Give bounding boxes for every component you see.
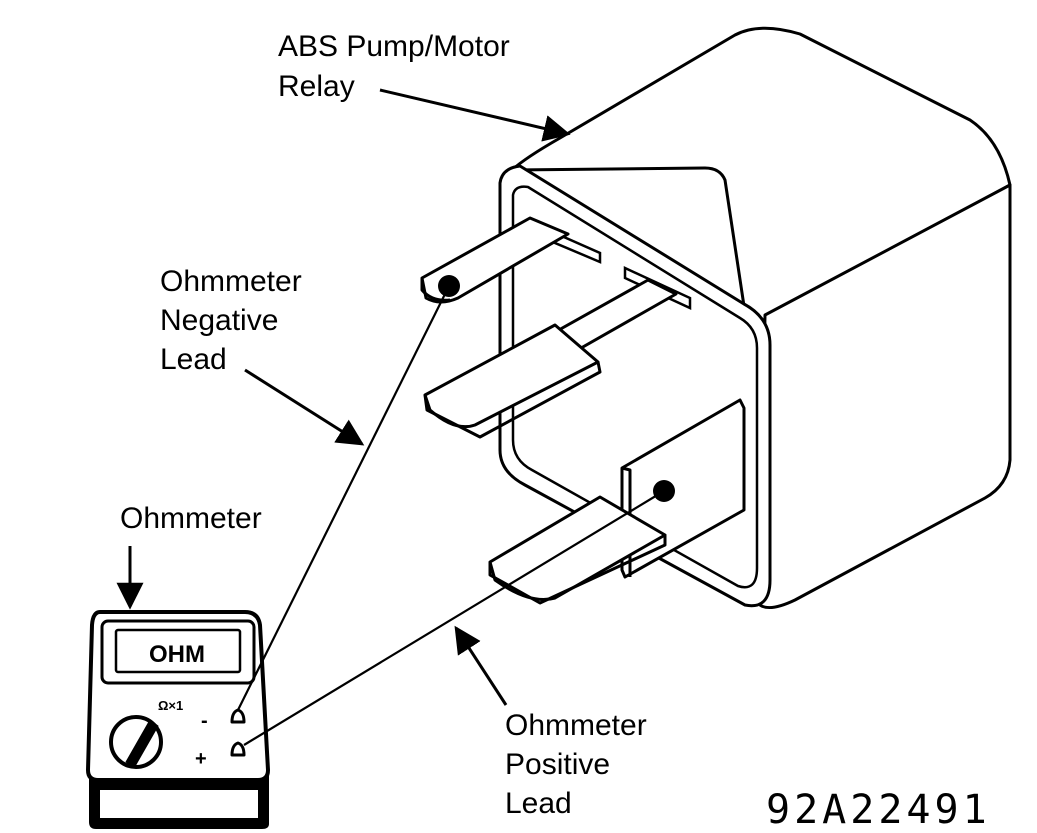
relay-label-line2: Relay xyxy=(278,70,355,103)
figure-id: 92A22491 xyxy=(766,787,991,833)
negative-lead-label-line3: Lead xyxy=(160,343,227,376)
negative-lead-arrow xyxy=(244,368,365,446)
ohmmeter-label: Ohmmeter xyxy=(120,502,262,535)
ohmmeter-dial-pointer xyxy=(125,719,159,769)
positive-lead-label-line1: Ohmmeter xyxy=(505,709,647,742)
relay-side-face xyxy=(758,183,1012,610)
ohmmeter-negative-jack xyxy=(230,708,246,724)
terminal-blades xyxy=(420,216,746,605)
relay-label-line1: ABS Pump/Motor xyxy=(278,30,510,63)
lead-wires xyxy=(237,285,665,746)
positive-lead-wire xyxy=(243,490,665,746)
ohmmeter xyxy=(86,610,270,829)
negative-lead-wire xyxy=(237,285,450,711)
blade-middle-lower-edge xyxy=(423,361,602,439)
pointer-arrows xyxy=(116,88,571,706)
negative-lead-label-line1: Ohmmeter xyxy=(160,265,302,298)
ohmmeter-display-text: OHM xyxy=(149,641,205,668)
blade-bottom-edge xyxy=(488,535,667,605)
relay-arrow xyxy=(379,88,571,142)
blade-top-edge xyxy=(420,278,451,302)
positive-lead-arrow xyxy=(454,625,508,706)
ohmmeter-positive-jack xyxy=(230,741,246,757)
ohmmeter-minus-sign: - xyxy=(201,710,208,732)
negative-lead-label-line2: Negative xyxy=(160,304,278,337)
positive-lead-label-line3: Lead xyxy=(505,787,572,820)
ohmmeter-base-inner xyxy=(100,790,258,818)
ohmmeter-range-label: Ω×1 xyxy=(158,698,183,713)
ohmmeter-display xyxy=(114,628,242,674)
positive-lead-label-line2: Positive xyxy=(505,748,610,781)
ohmmeter-plus-sign: + xyxy=(195,748,207,770)
